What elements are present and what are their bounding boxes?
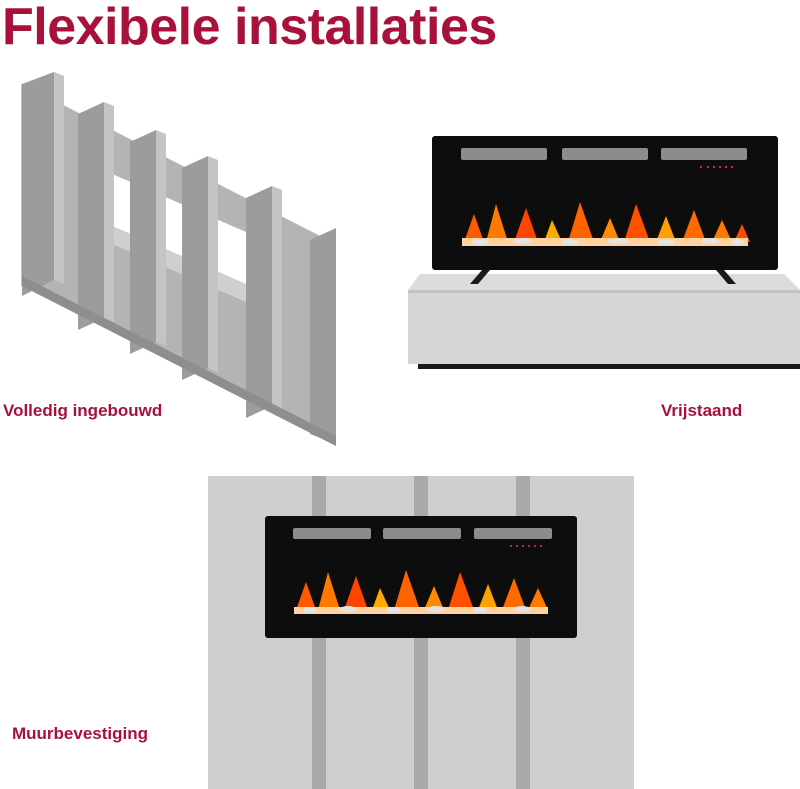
- label-freestanding: Vrijstaand: [661, 401, 743, 420]
- page-title: Flexibele installaties: [2, 0, 497, 56]
- wall-mount-illustration: [208, 476, 634, 789]
- label-built-in: Volledig ingebouwd: [3, 401, 163, 420]
- freestanding-illustration: [404, 134, 800, 370]
- built-in-illustration: [18, 70, 340, 448]
- label-wall-mount: Muurbevestiging: [12, 724, 149, 743]
